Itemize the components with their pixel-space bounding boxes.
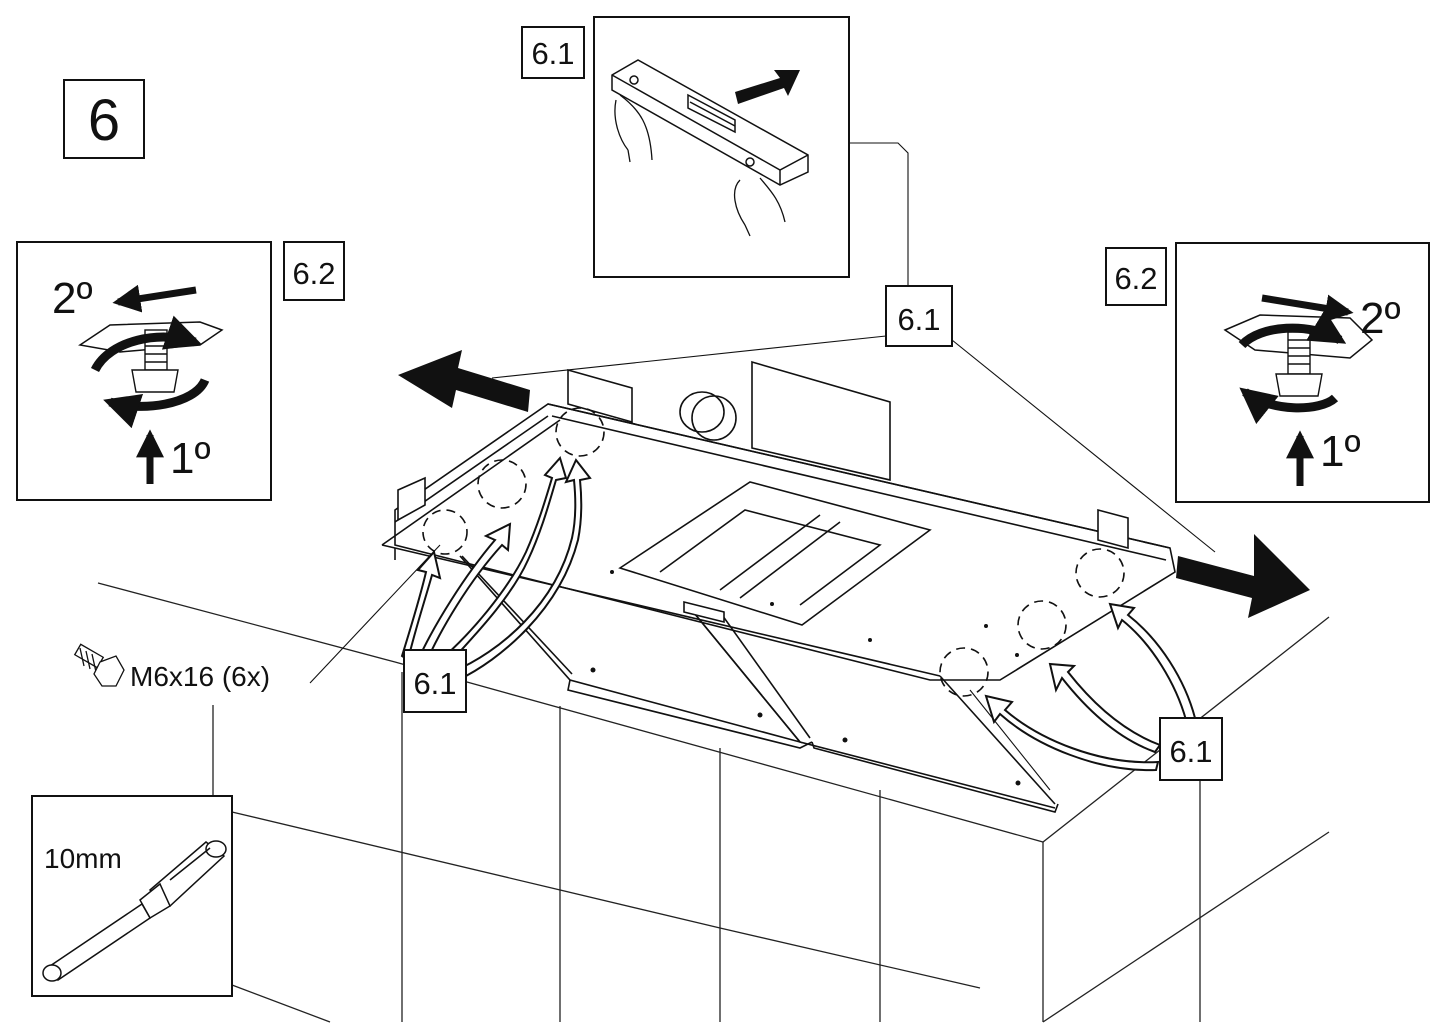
rail-bracket — [611, 59, 809, 186]
slide-arrows — [398, 350, 1310, 618]
step-number-box: 6 — [63, 79, 145, 159]
detail-panel-adjust-right: 6.2 2º 1º — [1105, 242, 1430, 503]
curved-arrow-icon — [1108, 602, 1197, 722]
first-action-label: 1º — [1320, 427, 1361, 476]
kitchen-cabinets — [97, 582, 1330, 1023]
screw-part-label: M6x16 (6x) — [73, 643, 270, 692]
nut-driver-icon — [42, 840, 227, 982]
callout-box-left: 6.1 — [403, 649, 467, 713]
fixing-point-markers — [422, 407, 1125, 697]
curved-arrows-right — [984, 602, 1197, 772]
callout-box-right: 6.1 — [1159, 717, 1223, 781]
callout-label-6-1: 6.1 — [413, 666, 456, 701]
curved-arrow-icon — [450, 458, 592, 682]
detail-panel-rail-slide: 6.1 — [521, 16, 850, 278]
screw-icon — [73, 643, 125, 687]
hood-frame — [381, 360, 1176, 813]
detail-panel-adjust-left: 6.2 2º 1º — [16, 241, 345, 501]
second-action-label: 2º — [1360, 294, 1401, 343]
hand-icon — [614, 94, 786, 237]
tool-panel: 10mm — [31, 795, 233, 997]
left-slide-arrow-icon — [398, 350, 530, 412]
screw-spec: M6x16 (6x) — [130, 661, 270, 692]
step-number: 6 — [88, 88, 120, 153]
curved-arrow-icon — [1048, 662, 1162, 754]
callout-box-top: 6.1 — [885, 285, 953, 347]
curved-arrows-left — [400, 455, 592, 682]
callout-label-6-1: 6.1 — [897, 302, 940, 337]
first-action-label: 1º — [170, 434, 211, 483]
callout-label-6-1: 6.1 — [531, 36, 574, 71]
right-slide-arrow-icon — [1176, 534, 1310, 618]
curved-arrow-icon — [984, 694, 1160, 772]
leader-lines — [309, 142, 1216, 791]
second-action-label: 2º — [52, 274, 93, 323]
callout-label-6-2-left: 6.2 — [292, 256, 335, 291]
rotate-arrow-icon — [90, 315, 202, 373]
callout-label-6-1: 6.1 — [1169, 734, 1212, 769]
slide-right-arrow-icon — [1261, 294, 1354, 323]
slide-direction-arrow-icon — [735, 70, 800, 104]
rotate-arrow-icon — [103, 377, 210, 429]
curved-arrow-icon — [416, 522, 512, 667]
slide-left-arrow-icon — [112, 284, 197, 313]
callout-label-6-2-right: 6.2 — [1114, 261, 1157, 296]
curved-arrow-icon — [436, 455, 568, 670]
wrench-size-label: 10mm — [44, 843, 122, 874]
rotate-arrow-icon — [1239, 387, 1339, 425]
hood-screw-holes — [590, 570, 1021, 786]
curved-arrow-icon — [400, 549, 442, 662]
rotate-arrow-icon — [1238, 309, 1347, 349]
